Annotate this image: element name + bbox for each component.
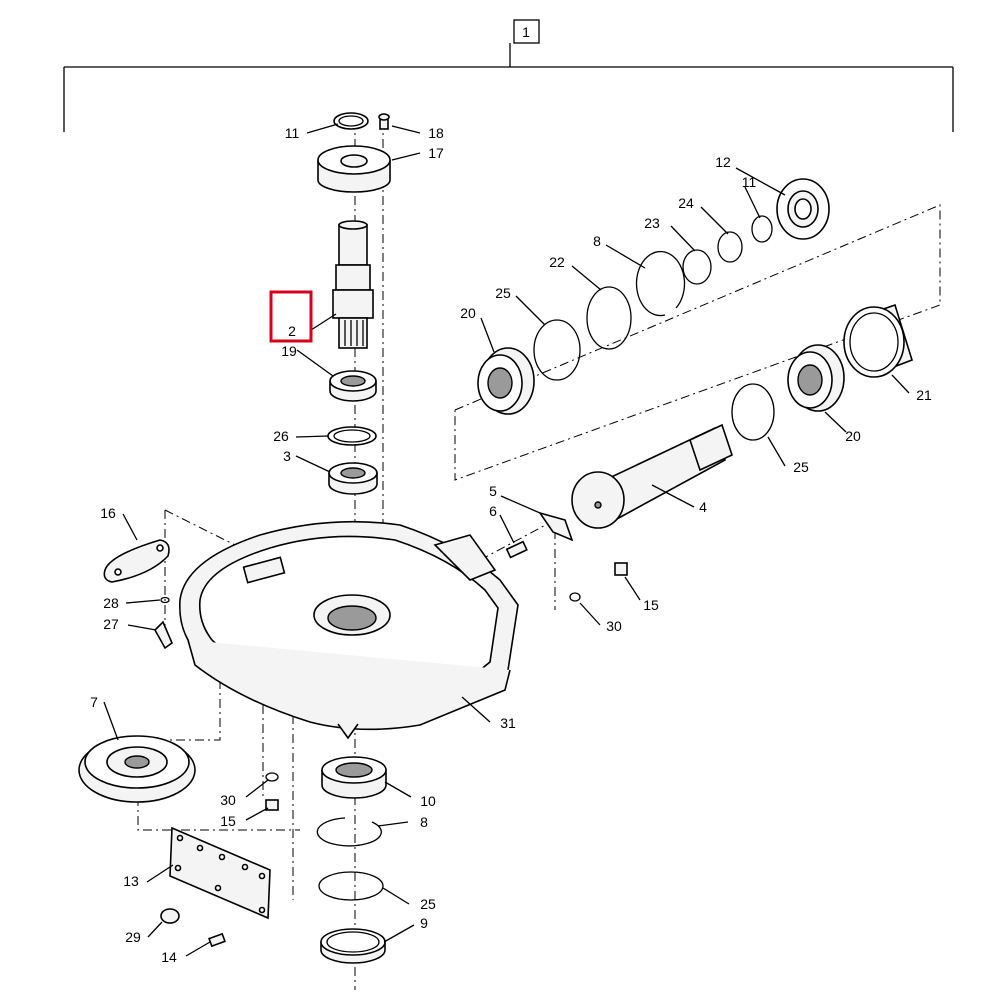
callout-6[interactable]: 6: [489, 503, 497, 519]
callout-15-lower[interactable]: 15: [220, 813, 236, 829]
gearbox-housing-31: [178, 520, 519, 740]
washer-30-lower: [265, 772, 279, 782]
ring-22: [586, 286, 632, 350]
callout-10[interactable]: 10: [420, 793, 436, 809]
bolt-18: [378, 113, 390, 130]
callout-25-bottom[interactable]: 25: [420, 896, 436, 912]
o-ring-25-bottom: [318, 871, 384, 901]
plug-15-upper: [614, 562, 628, 576]
callout-3[interactable]: 3: [283, 448, 291, 464]
callout-5[interactable]: 5: [489, 483, 497, 499]
seal-9: [320, 928, 386, 964]
callout-21[interactable]: 21: [916, 387, 932, 403]
washer-30-upper: [569, 592, 581, 602]
flange-17: [317, 145, 391, 193]
bearing-20-left: [477, 347, 535, 415]
bearing-3: [328, 462, 378, 495]
callout-20-left[interactable]: 20: [460, 305, 476, 321]
callout-22[interactable]: 22: [549, 254, 565, 270]
callout-24[interactable]: 24: [678, 195, 694, 211]
callout-29[interactable]: 29: [125, 929, 141, 945]
callout-18[interactable]: 18: [428, 125, 444, 141]
callout-8-bottom[interactable]: 8: [420, 814, 428, 830]
callout-14[interactable]: 14: [161, 949, 177, 965]
callout-9[interactable]: 9: [420, 915, 428, 931]
callout-labels: 11 18 17 2 19 26 3 12 11 24 23 8 22 25 2…: [90, 125, 932, 965]
callout-17[interactable]: 17: [428, 145, 444, 161]
callout-25-lower[interactable]: 25: [793, 459, 809, 475]
callout-15-upper[interactable]: 15: [643, 597, 659, 613]
o-ring-25-upper: [533, 319, 581, 381]
bolt-14: [208, 932, 226, 948]
callout-19[interactable]: 19: [281, 343, 297, 359]
callout-highlight-box: [269, 290, 313, 343]
callout-23[interactable]: 23: [644, 215, 660, 231]
ring-24: [717, 231, 743, 263]
o-ring-25-lower: [731, 383, 775, 441]
callout-30-upper[interactable]: 30: [606, 618, 622, 634]
callout-28[interactable]: 28: [103, 595, 119, 611]
washer-28: [160, 596, 170, 604]
snap-ring-8-bottom: [316, 817, 382, 847]
assembly-number[interactable]: 1: [522, 24, 530, 40]
callout-26[interactable]: 26: [273, 428, 289, 444]
callout-27[interactable]: 27: [103, 616, 119, 632]
seal-ring-11-top: [333, 112, 369, 130]
plug-15-lower: [265, 799, 279, 811]
leader-lines: [103, 123, 910, 957]
ring-23: [682, 249, 712, 285]
callout-16[interactable]: 16: [100, 505, 116, 521]
breather-27: [154, 620, 173, 650]
callout-13[interactable]: 13: [123, 873, 139, 889]
callout-8-right[interactable]: 8: [593, 233, 601, 249]
callout-31[interactable]: 31: [500, 715, 516, 731]
bearing-20-right: [787, 344, 845, 412]
plug-29: [160, 908, 180, 924]
bearing-19: [329, 370, 377, 402]
bracket-5: [538, 511, 574, 542]
bolt-6: [505, 540, 528, 559]
callout-11-top[interactable]: 11: [285, 125, 300, 141]
ring-26: [327, 426, 377, 446]
cover-plate-13: [169, 826, 271, 920]
snap-ring-8-right: [635, 250, 686, 317]
cover-16: [103, 539, 170, 583]
input-shaft-2: [332, 220, 374, 349]
callout-25-upper[interactable]: 25: [495, 285, 511, 301]
callout-11-right[interactable]: 11: [742, 174, 757, 190]
callout-2[interactable]: 2: [288, 323, 296, 339]
seal-12: [776, 178, 830, 240]
ring-11-right: [751, 215, 773, 243]
callout-20-right[interactable]: 20: [845, 428, 861, 444]
callout-4[interactable]: 4: [699, 499, 707, 515]
hub-7: [78, 735, 196, 803]
bushing-21: [843, 303, 913, 378]
callout-12[interactable]: 12: [715, 154, 731, 170]
assembly-bracket: 1: [63, 19, 954, 132]
callout-7[interactable]: 7: [90, 694, 98, 710]
bearing-10: [321, 756, 387, 799]
pinion-shaft-4: [571, 423, 733, 529]
callout-30-lower[interactable]: 30: [220, 792, 236, 808]
